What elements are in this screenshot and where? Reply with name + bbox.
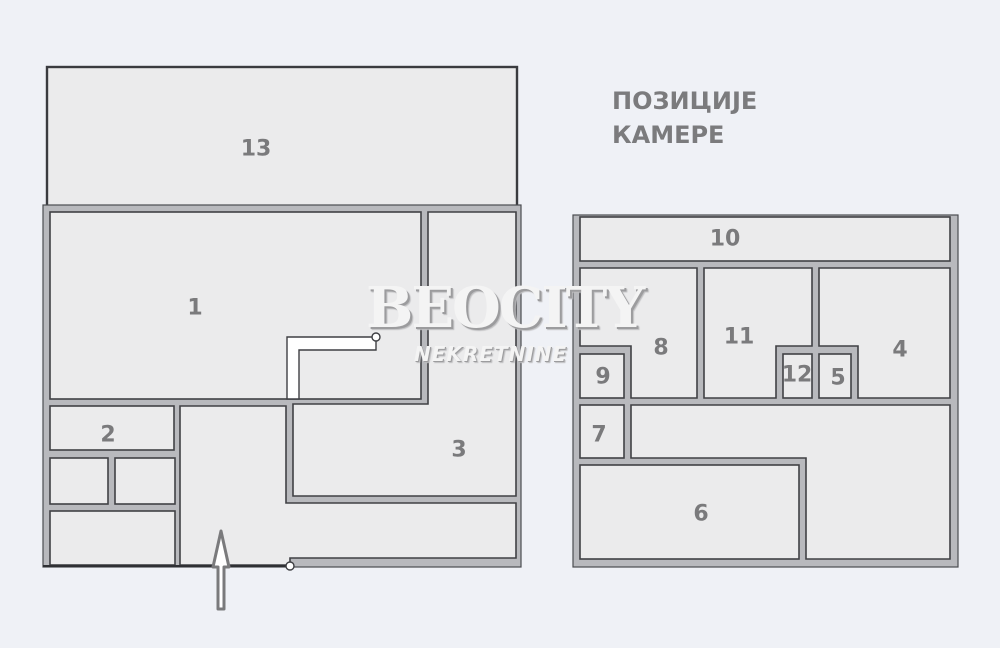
room-2a-area [49,457,109,505]
room-10-area [579,216,951,262]
room-label-6: 6 [693,501,709,527]
hallway-right-area [630,404,951,560]
room-4-area [818,267,951,399]
room-2c-area [49,510,176,566]
room-8-area [579,267,698,399]
room-label-10: 10 [709,226,741,252]
room-label-1: 1 [187,295,203,321]
room-3-area [292,211,517,497]
watermark-sub: NEKRETNINE [414,342,568,366]
room-label-11: 11 [723,324,755,350]
title-line-2: КАМЕРЕ [612,121,725,149]
room-13-area [45,65,519,209]
room-12-area [782,353,813,399]
room-9-area [579,353,625,399]
room-label-2: 2 [100,422,116,448]
room-7-area [579,404,625,459]
room-2b-area [114,457,176,505]
room-label-7: 7 [591,422,607,448]
room-label-13: 13 [240,136,272,162]
room-label-12: 12 [781,362,813,388]
stair-element [286,336,377,400]
room-label-4: 4 [892,337,908,363]
plan-title: ПОЗИЦИЈЕ КАМЕРЕ [612,84,757,152]
room-1-area [49,211,422,400]
room-label-5: 5 [830,365,846,391]
room-label-3: 3 [451,437,467,463]
room-6-area [579,464,800,560]
room-5-area [818,353,852,399]
camera-point-icon [371,332,381,342]
up-arrow-icon [211,529,231,611]
room-label-8: 8 [653,335,669,361]
room-2-area [49,405,175,451]
title-line-1: ПОЗИЦИЈЕ [612,87,758,115]
camera-point-icon [285,561,295,571]
room-label-9: 9 [595,364,611,390]
room-11-area [703,267,813,399]
watermark-brand: BEOCITY [366,275,645,341]
